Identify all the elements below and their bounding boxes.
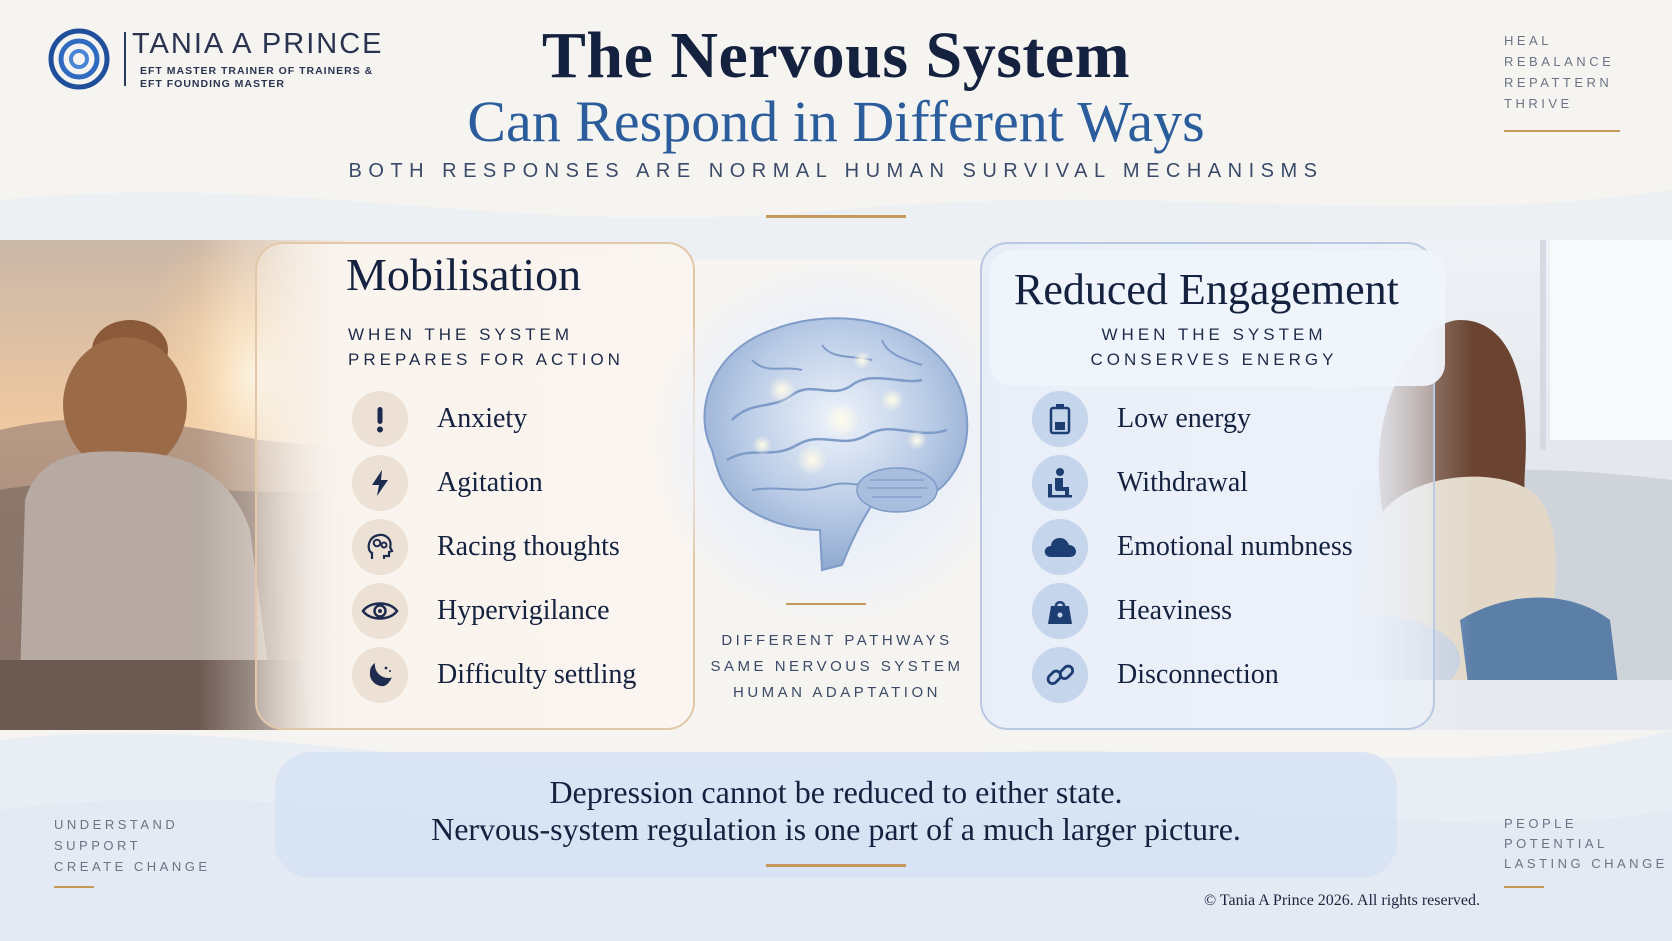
tag-lasting-change: LASTING CHANGE bbox=[1504, 856, 1668, 871]
tag-repattern: REPATTERN bbox=[1504, 75, 1613, 90]
exclamation-icon bbox=[352, 391, 408, 447]
title-divider bbox=[766, 215, 906, 218]
brand-subtitle: EFT MASTER TRAINER OF TRAINERS & EFT FOU… bbox=[140, 65, 373, 91]
caption-line3: HUMAN ADAPTATION bbox=[733, 684, 941, 701]
item-label: Agitation bbox=[437, 467, 543, 498]
tag-rebalance: REBALANCE bbox=[1504, 54, 1615, 69]
item-label: Hypervigilance bbox=[437, 595, 610, 626]
mobilisation-list: Anxiety Agitation Racing thoughts Hyperv… bbox=[352, 390, 636, 704]
corner-tags-bottom-right: PEOPLE POTENTIAL LASTING CHANGE bbox=[1504, 814, 1668, 874]
list-item: Withdrawal bbox=[1032, 454, 1353, 512]
mobilisation-subtitle-line1: WHEN THE SYSTEM bbox=[348, 325, 573, 344]
corner-line-bottom-right bbox=[1504, 886, 1544, 888]
tag-create-change: CREATE CHANGE bbox=[54, 859, 211, 874]
center-caption: DIFFERENT PATHWAYS SAME NERVOUS SYSTEM H… bbox=[682, 628, 992, 706]
brand-name: TANIA A PRINCE bbox=[132, 28, 384, 60]
logo-divider bbox=[124, 32, 126, 86]
list-item: Disconnection bbox=[1032, 646, 1353, 704]
corner-line-bottom-left bbox=[54, 886, 94, 888]
caption-line2: SAME NERVOUS SYSTEM bbox=[710, 658, 964, 675]
list-item: Difficulty settling bbox=[352, 646, 636, 704]
list-item: Hypervigilance bbox=[352, 582, 636, 640]
copyright-text: © Tania A Prince 2026. All rights reserv… bbox=[1203, 892, 1480, 909]
conclusion-line2: Nervous-system regulation is one part of… bbox=[431, 811, 1241, 847]
reduced-engagement-title: Reduced Engagement bbox=[1014, 265, 1399, 314]
list-item: Low energy bbox=[1032, 390, 1353, 448]
reduced-engagement-subtitle: WHEN THE SYSTEM CONSERVES ENERGY bbox=[1014, 322, 1414, 372]
mobilisation-subtitle-line2: PREPARES FOR ACTION bbox=[348, 350, 624, 369]
item-label: Emotional numbness bbox=[1117, 531, 1353, 562]
page-title: The Nervous System bbox=[541, 19, 1131, 92]
item-label: Difficulty settling bbox=[437, 659, 637, 690]
list-item: Heaviness bbox=[1032, 582, 1353, 640]
reduced-engagement-list: Low energy Withdrawal Emotional numbness… bbox=[1032, 390, 1353, 704]
lightning-icon bbox=[352, 455, 408, 511]
tag-heal: HEAL bbox=[1504, 33, 1552, 48]
head-gears-icon bbox=[352, 519, 408, 575]
corner-tags-bottom-left: UNDERSTAND SUPPORT CREATE CHANGE bbox=[54, 814, 211, 877]
tag-people: PEOPLE bbox=[1504, 816, 1578, 831]
mobilisation-subtitle: WHEN THE SYSTEM PREPARES FOR ACTION bbox=[348, 322, 624, 372]
weight-icon bbox=[1032, 583, 1088, 639]
tag-thrive: THRIVE bbox=[1504, 96, 1573, 111]
item-label: Heaviness bbox=[1117, 595, 1233, 626]
tag-potential: POTENTIAL bbox=[1504, 836, 1608, 851]
brand-subtitle-line1: EFT MASTER TRAINER OF TRAINERS & bbox=[140, 65, 374, 77]
conclusion-divider bbox=[766, 864, 906, 867]
item-label: Anxiety bbox=[437, 403, 528, 434]
list-item: Emotional numbness bbox=[1032, 518, 1353, 576]
seated-person-icon bbox=[1032, 455, 1088, 511]
mobilisation-title: Mobilisation bbox=[346, 249, 582, 300]
conclusion-box bbox=[275, 752, 1397, 878]
conclusion-line1: Depression cannot be reduced to either s… bbox=[549, 774, 1123, 810]
reduced-engagement-header-box bbox=[990, 250, 1445, 386]
page-title-line2: Can Respond in Different Ways bbox=[467, 89, 1205, 154]
page-subtitle: BOTH RESPONSES ARE NORMAL HUMAN SURVIVAL… bbox=[348, 160, 1324, 182]
conclusion-text: Depression cannot be reduced to either s… bbox=[275, 774, 1397, 848]
item-label: Disconnection bbox=[1117, 659, 1279, 690]
list-item: Agitation bbox=[352, 454, 636, 512]
tag-understand: UNDERSTAND bbox=[54, 817, 179, 832]
list-item: Anxiety bbox=[352, 390, 636, 448]
reduced-subtitle-line2: CONSERVES ENERGY bbox=[1090, 350, 1338, 369]
brain-illustration bbox=[703, 317, 969, 572]
brand-subtitle-line2: EFT FOUNDING MASTER bbox=[140, 78, 285, 90]
cloud-icon bbox=[1032, 519, 1088, 575]
brain-divider bbox=[786, 603, 866, 605]
moon-icon bbox=[352, 647, 408, 703]
battery-icon bbox=[1032, 391, 1088, 447]
logo-circles-icon bbox=[48, 28, 110, 90]
caption-line1: DIFFERENT PATHWAYS bbox=[721, 632, 953, 649]
broken-link-icon bbox=[1032, 647, 1088, 703]
list-item: Racing thoughts bbox=[352, 518, 636, 576]
corner-line-top-right bbox=[1504, 130, 1620, 132]
item-label: Low energy bbox=[1117, 403, 1251, 434]
corner-tags-top-right: HEAL REBALANCE REPATTERN THRIVE bbox=[1504, 30, 1614, 114]
tag-support: SUPPORT bbox=[54, 838, 142, 853]
item-label: Racing thoughts bbox=[437, 531, 620, 562]
item-label: Withdrawal bbox=[1117, 467, 1249, 498]
reduced-subtitle-line1: WHEN THE SYSTEM bbox=[1101, 325, 1327, 344]
mobilisation-panel bbox=[255, 242, 695, 730]
eye-icon bbox=[352, 583, 408, 639]
